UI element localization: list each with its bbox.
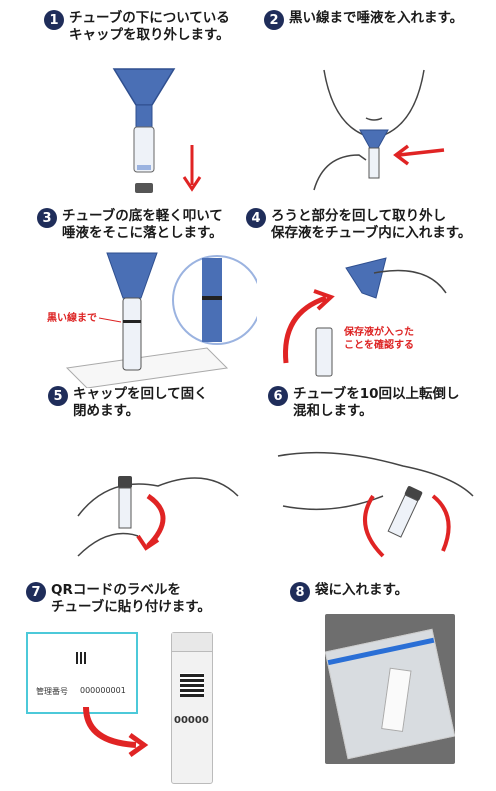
label-card: 管理番号 000000001 [26,632,138,714]
step-text-7: QRコードのラベルを チューブに貼り付けます。 [51,582,211,615]
step-1: 1 チューブの下についている キャップを取り外します。 [44,10,284,200]
mgmt-label: 管理番号 [36,687,68,696]
step-text-8: 袋に入れます。 [315,582,409,598]
step-text-6: チューブを10回以上転倒し 混和します。 [293,386,460,419]
step-6-illustration [277,451,474,558]
step-number-1: 1 [44,10,64,30]
step-number-5: 5 [48,386,68,406]
tube-number: 00000 [174,715,209,726]
qr-code [76,652,88,664]
step-2-illustration [313,69,445,191]
step-7: 7 QRコードのラベルを チューブに貼り付けます。 管理番号 000000001… [26,582,256,787]
black-line-label: 黒い線まで [47,313,97,324]
mgmt-number: 000000001 [80,686,126,695]
bag-photo [325,614,455,764]
step-1-illustration [112,68,202,193]
step-number-4: 4 [246,208,266,228]
step-number-2: 2 [264,10,284,30]
check-liquid-label: 保存液が入った ことを確認する [344,327,414,351]
step-4: 4 ろうと部分を回して取り外し 保存液をチューブ内に入れます。 保存液が入った … [246,208,486,398]
step-text-4: ろうと部分を回して取り外し 保存液をチューブ内に入れます。 [271,208,472,241]
step-4-illustration [283,257,447,377]
step-number-8: 8 [290,582,310,602]
step-3-illustration [65,252,257,388]
labeled-tube: 00000 [171,632,213,784]
step-text-3: チューブの底を軽く叩いて 唾液をそこに落とします。 [62,208,223,241]
step-text-2: 黒い線まで唾液を入れます。 [289,10,464,26]
tube-qr-code [180,673,204,697]
step-6: 6 チューブを10回以上転倒し 混和します。 [268,386,496,576]
step-7-arrow [83,707,149,758]
step-2: 2 黒い線まで唾液を入れます。 [264,10,496,200]
step-number-6: 6 [268,386,288,406]
step-number-7: 7 [26,582,46,602]
step-8: 8 袋に入れます。 [290,582,480,787]
step-5: 5 キャップを回して固く 閉めます。 [48,386,288,576]
step-text-1: チューブの下についている キャップを取り外します。 [69,10,230,43]
step-5-illustration [77,476,239,557]
step-number-3: 3 [37,208,57,228]
step-text-5: キャップを回して固く 閉めます。 [73,386,208,419]
step-3: 3 チューブの底を軽く叩いて 唾液をそこに落とします。 黒い線まで [37,208,277,398]
